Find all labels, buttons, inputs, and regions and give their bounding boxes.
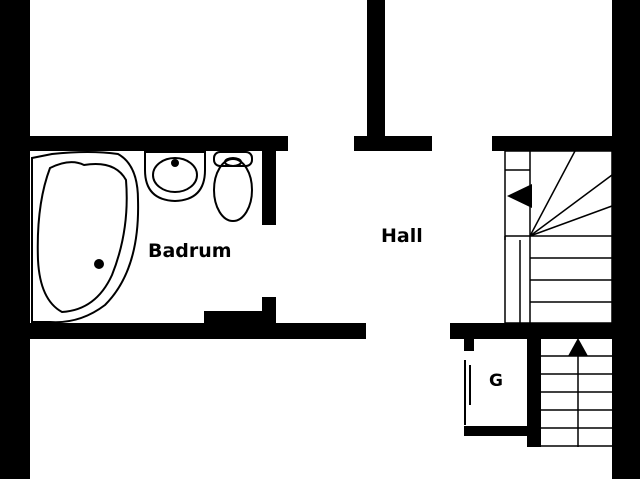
- room-label-hall: Hall: [381, 225, 423, 247]
- bathtub-inner: [36, 161, 128, 314]
- closet-door: [464, 360, 471, 425]
- interior-walls: [30, 0, 612, 447]
- washbasin-bowl: [152, 157, 198, 193]
- stair-line-4: [529, 174, 613, 237]
- room-label-closet: G: [489, 371, 503, 391]
- top-divider-wall: [367, 0, 385, 150]
- washbasin-outer: [144, 151, 206, 203]
- left-outer-wall: [0, 0, 30, 479]
- stair-line-5: [529, 205, 613, 237]
- staircase-down: [504, 150, 613, 324]
- bathroom-top-wall: [30, 136, 288, 151]
- stair-line-3: [529, 150, 576, 237]
- washbasin-drain: [171, 159, 179, 167]
- closet-left-wall-stub: [464, 339, 474, 351]
- hall-top-wall-left: [354, 136, 432, 151]
- bathtub-drain: [94, 259, 104, 269]
- toilet: [213, 151, 253, 222]
- arrow-up-icon: [568, 338, 588, 356]
- corner-bathtub: [31, 151, 140, 324]
- closet-right-wall: [527, 339, 541, 447]
- closet-top-wall: [450, 323, 612, 339]
- bathroom-bottom-wall: [30, 323, 366, 339]
- bathroom-right-wall-upper: [262, 151, 276, 225]
- bathroom-bottom-step: [204, 311, 276, 325]
- toilet-bowl: [224, 157, 242, 167]
- right-outer-wall: [612, 0, 640, 479]
- closet-bottom-wall: [464, 426, 527, 436]
- bathtub-outer: [31, 151, 140, 324]
- stairs-top-wall: [492, 136, 612, 151]
- washbasin: [144, 151, 206, 203]
- arrow-left-icon: [507, 184, 532, 208]
- room-label-bathroom: Badrum: [148, 240, 232, 262]
